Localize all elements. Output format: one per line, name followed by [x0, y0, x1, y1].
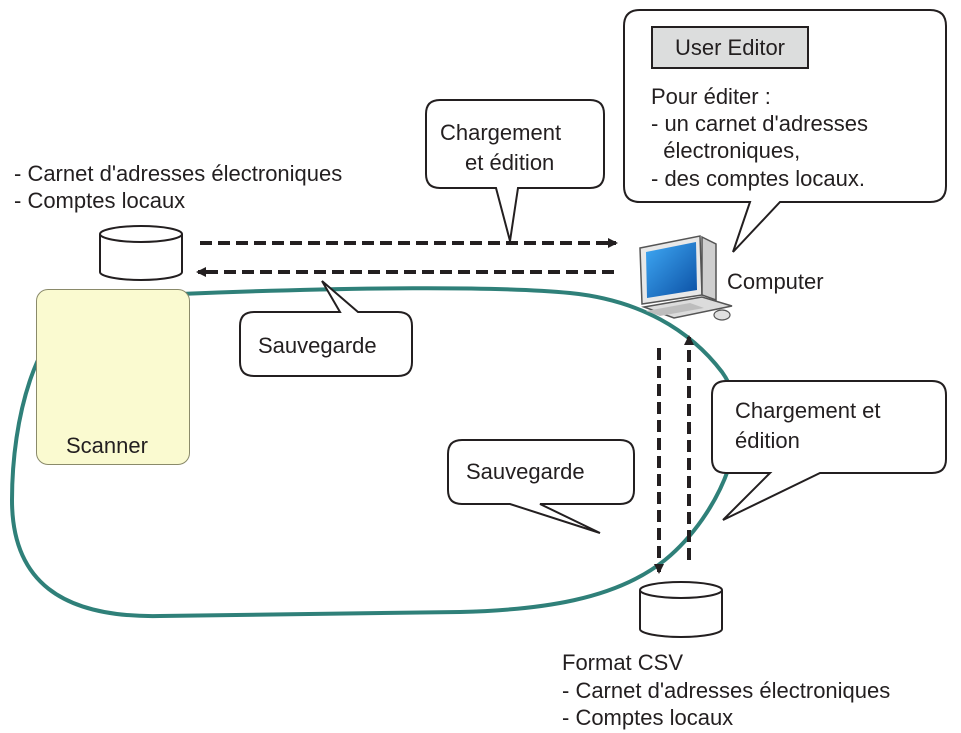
- callout-bubble-top-save: [239, 280, 413, 377]
- csv-format-label: Format CSV: [562, 650, 684, 675]
- computer-label: Computer: [727, 269, 824, 294]
- callout-text-line-1: Pour éditer :: [651, 84, 771, 109]
- workflow-loop: [9, 286, 739, 619]
- database-icon-csv: [639, 581, 723, 638]
- callout-text-line-3: électroniques,: [651, 138, 801, 163]
- top-save-label: Sauvegarde: [258, 333, 377, 358]
- scanner-label: Scanner: [66, 433, 148, 458]
- scanner-panel: [36, 289, 190, 465]
- computer-icon: [639, 235, 733, 321]
- right-load-line-2: édition: [735, 428, 800, 453]
- scanner-data-line-1: - Carnet d'adresses électroniques: [14, 161, 343, 186]
- csv-data-line-1: - Carnet d'adresses électroniques: [562, 678, 891, 703]
- top-load-line-2: et édition: [465, 150, 555, 175]
- bottom-save-label: Sauvegarde: [466, 459, 585, 484]
- callout-bubble-right-load: [711, 380, 947, 521]
- top-load-line-1: Chargement: [440, 120, 562, 145]
- scanner-data-line-2: - Comptes locaux: [14, 188, 186, 213]
- callout-text-line-2: - un carnet d'adresses: [651, 111, 868, 136]
- callout-bubble-bottom-save: [447, 439, 635, 534]
- database-icon-scanner: [99, 225, 183, 281]
- callout-text-line-4: - des comptes locaux.: [651, 166, 865, 191]
- app-name-label: User Editor: [651, 26, 809, 69]
- callout-bubble-top-load: [425, 99, 605, 242]
- csv-data-line-2: - Comptes locaux: [562, 705, 734, 730]
- callout-bubble-user-editor: [623, 9, 947, 253]
- right-load-line-1: Chargement et: [735, 398, 881, 423]
